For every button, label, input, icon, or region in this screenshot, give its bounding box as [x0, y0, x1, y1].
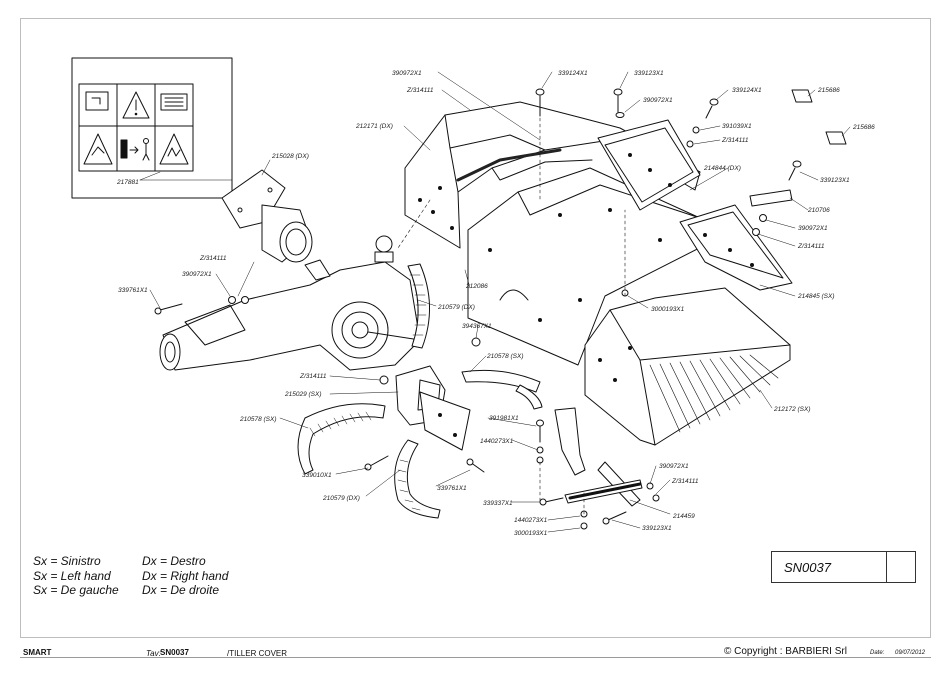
guard-210579-lower	[394, 439, 441, 519]
footer-title: /TILLER COVER	[227, 649, 288, 658]
part-label: 214459	[672, 513, 695, 520]
footer-table-code: SN0037	[160, 648, 189, 657]
rear-shield-212172	[584, 287, 791, 446]
part-label: Z/314111	[671, 478, 699, 485]
guard-210578-right	[461, 369, 543, 410]
gearbox-assembly	[159, 235, 430, 371]
part-label: 3000193X1	[651, 306, 685, 313]
safety-pictogram-panel	[78, 83, 194, 172]
legend-dx-it: Dx = Destro	[142, 554, 206, 568]
part-label: 214845 (SX)	[797, 293, 835, 300]
part-label: 391981X1	[489, 415, 519, 422]
assembly-lines	[397, 117, 626, 515]
part-label: 210706	[807, 207, 830, 214]
legend-right: Dx = Destro Dx = Right hand Dx = De droi…	[142, 554, 228, 598]
part-label: 391039X1	[722, 123, 752, 130]
part-label: 1440273X1	[480, 438, 514, 445]
part-label: 210579 (DX)	[437, 304, 475, 311]
part-label: 210578 (SX)	[486, 353, 524, 360]
part-label: 394367X1	[462, 323, 492, 330]
part-label: 217881	[116, 179, 139, 186]
part-label: 390972X1	[659, 463, 689, 470]
plate-214845	[679, 204, 793, 291]
part-label: Z/314111	[199, 255, 227, 262]
part-label: Z/314111	[406, 87, 434, 94]
part-label: 3000193X1	[514, 530, 548, 537]
part-label: 339124X1	[732, 87, 762, 94]
legend-sx-fr: Sx = De gauche	[33, 583, 119, 597]
reference-box: SN0037	[771, 551, 916, 583]
reference-code: SN0037	[784, 560, 831, 575]
part-label: 339337X1	[483, 500, 513, 507]
part-label: 215686	[817, 87, 840, 94]
legend-dx-fr: Dx = De droite	[142, 583, 220, 597]
fasteners	[154, 88, 847, 530]
part-label: 390972X1	[392, 70, 422, 77]
footer-date: 09/07/2012	[895, 650, 926, 656]
part-label: 210578 (SX)	[239, 416, 277, 423]
part-label: 215686	[852, 124, 875, 131]
part-label: 339010X1	[302, 472, 332, 479]
footer-model: SMART	[23, 648, 52, 657]
part-label: 339761X1	[118, 287, 148, 294]
part-label: 1440273X1	[514, 517, 548, 524]
part-label: 390972X1	[643, 97, 673, 104]
leader-lines	[139, 71, 851, 533]
part-label: 215028 (DX)	[271, 153, 309, 160]
part-label: 339123X1	[820, 177, 850, 184]
guard-210578-left	[297, 403, 386, 475]
reference-divider	[886, 552, 887, 582]
part-label: Z/314111	[721, 137, 749, 144]
part-label: 215029 (SX)	[284, 391, 322, 398]
part-label: 212086	[465, 283, 488, 290]
part-label: 339123X1	[634, 70, 664, 77]
bearing-flange-215029	[395, 365, 471, 451]
part-label: Z/314111	[797, 243, 825, 250]
footer-copyright: © Copyright : BARBIERI Srl	[724, 646, 847, 657]
bearing-housing-215028	[221, 169, 313, 263]
legend-left: Sx = Sinistro Sx = Left hand Sx = De gau…	[33, 554, 119, 598]
part-label: 210579 (DX)	[322, 495, 360, 502]
part-label: 339124X1	[558, 70, 588, 77]
part-label: Z/314111	[299, 373, 327, 380]
part-label: 212171 (DX)	[355, 123, 393, 130]
part-label: 214844 (DX)	[703, 165, 741, 172]
part-label: 339123X1	[642, 525, 672, 532]
footer-date-label: Date:	[870, 650, 885, 656]
legend-sx-en: Sx = Left hand	[33, 568, 111, 583]
legend-sx-it: Sx = Sinistro	[33, 554, 101, 568]
warning-panel-outline	[71, 57, 233, 199]
footer-divider	[20, 657, 931, 658]
part-label: 390972X1	[798, 225, 828, 232]
drawing-frame	[20, 18, 931, 638]
bracket-214459	[554, 407, 643, 507]
part-label: 212172 (SX)	[773, 406, 811, 413]
plate-214844	[597, 119, 701, 211]
legend-dx-en: Dx = Right hand	[142, 568, 229, 583]
part-label: 339761X1	[437, 485, 467, 492]
footer-table-label: Tav:	[146, 649, 161, 658]
part-labels: 390972X1 339124X1 339123X1 339124X1 3909…	[116, 70, 875, 537]
part-label: 390972X1	[182, 271, 212, 278]
